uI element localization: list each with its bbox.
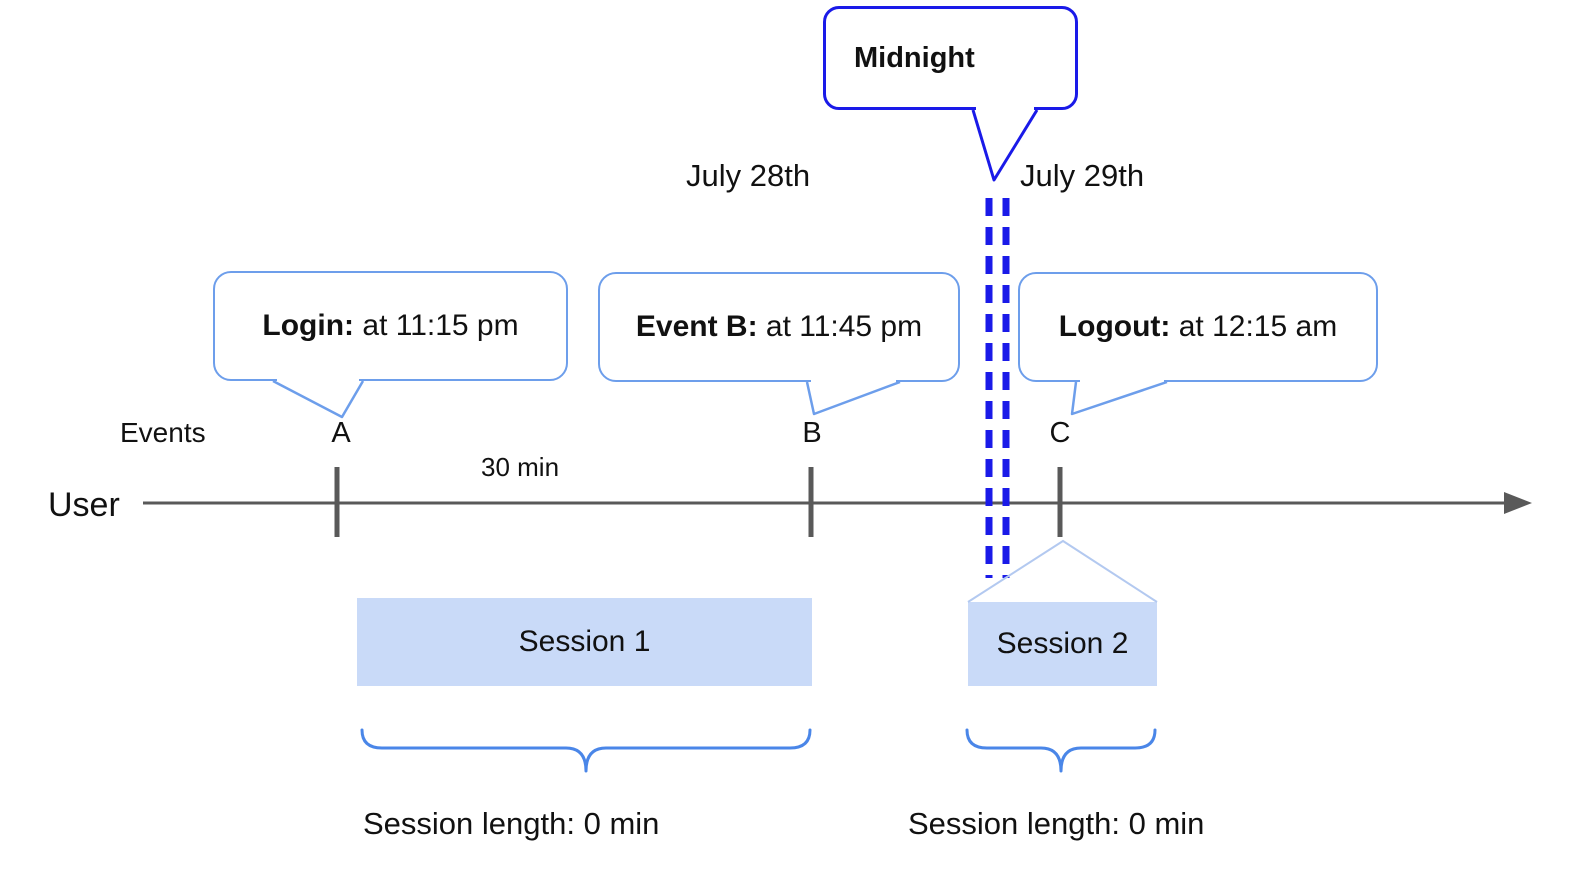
logout-callout-title: Logout: [1058, 310, 1171, 343]
session-2-brace [965, 728, 1157, 773]
events-row-label: Events [120, 417, 206, 448]
login-callout-bubble: Login: at 11:15 pm [213, 271, 568, 381]
session-2-bar: Session 2 [968, 602, 1157, 686]
timeline-arrowhead-icon [1504, 492, 1532, 514]
event-marker-b: B [802, 417, 822, 449]
event-marker-c: C [1049, 417, 1071, 449]
midnight-callout-bubble: Midnight [823, 6, 1078, 110]
event-b-callout-bubble: Event B: at 11:45 pm [598, 272, 960, 382]
event-b-callout-tail [805, 380, 901, 416]
logout-callout-bubble: Logout: at 12:15 am [1018, 272, 1378, 382]
midnight-label: Midnight [854, 41, 975, 74]
date-label-july-29: July 29th [1020, 158, 1145, 193]
login-callout-detail: at 11:15 pm [354, 309, 519, 342]
session-2-length-label: Session length: 0 min [908, 806, 1205, 841]
logout-callout-text: Logout: at 12:15 am [1059, 310, 1337, 344]
session-1-length-label: Session length: 0 min [363, 806, 660, 841]
interval-label-30min: 30 min [481, 452, 560, 482]
login-callout-text: Login: at 11:15 pm [262, 309, 518, 343]
login-callout-title: Login: [262, 309, 355, 342]
event-b-callout-text: Event B: at 11:45 pm [636, 310, 922, 344]
user-row-label: User [48, 486, 120, 524]
logout-callout-tail [1070, 380, 1168, 416]
event-b-callout-detail: at 11:45 pm [757, 310, 923, 343]
session-2-funnel-lines [967, 539, 1158, 603]
event-marker-a: A [331, 417, 351, 449]
session-1-bar: Session 1 [357, 598, 812, 686]
event-b-callout-title: Event B: [635, 310, 758, 343]
session-1-brace [360, 728, 812, 773]
date-label-july-28: July 28th [686, 158, 811, 193]
session-1-label: Session 1 [518, 625, 651, 658]
session-2-label: Session 2 [996, 627, 1129, 660]
logout-callout-detail: at 12:15 am [1170, 310, 1338, 343]
login-callout-tail [272, 379, 365, 419]
